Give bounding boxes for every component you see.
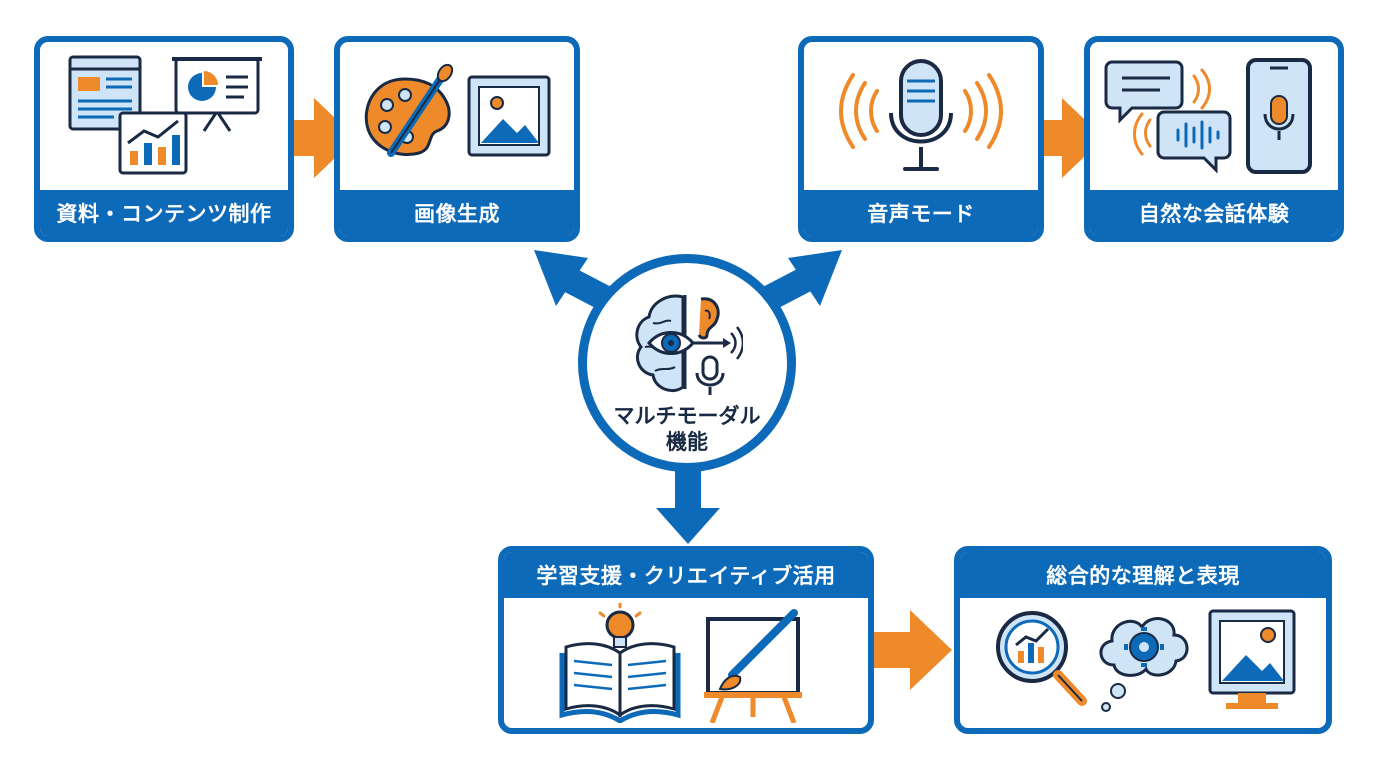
- learning-icons: [504, 598, 868, 728]
- magnifier-chart-icon: [996, 611, 1087, 706]
- card-image-generation-label: 画像生成: [340, 190, 574, 236]
- card-learning-creative: 学習支援・クリエイティブ活用: [498, 546, 874, 734]
- picture-frame-icon: [467, 75, 551, 157]
- hub-title-line2: 機能: [666, 430, 708, 454]
- thought-gear-icon: [1099, 617, 1189, 712]
- card-conversation-label: 自然な会話体験: [1090, 190, 1338, 236]
- easel-paintbrush-icon: [704, 609, 802, 723]
- chat-bubbles-icon: [1104, 60, 1232, 174]
- voice-mode-icons: [804, 42, 1038, 190]
- open-book-lightbulb-icon: [559, 603, 681, 723]
- hub-title-line1: マルチモーダル: [613, 404, 761, 428]
- understanding-icons: [960, 598, 1326, 728]
- card-image-generation: 画像生成: [334, 36, 580, 242]
- bar-chart-icon: [118, 111, 188, 175]
- picture-frame-icon: [1208, 609, 1296, 709]
- paint-palette-icon: [364, 63, 454, 157]
- card-conversation: 自然な会話体験: [1084, 36, 1344, 242]
- arrow-hub-to-learning: [656, 468, 720, 544]
- card-understanding-label: 総合的な理解と表現: [960, 552, 1326, 598]
- card-materials: 資料・コンテンツ制作: [34, 36, 294, 242]
- card-voice-mode: 音声モード: [798, 36, 1044, 242]
- conversation-icons: [1090, 42, 1338, 190]
- microphone-icon: [889, 59, 953, 171]
- card-voice-mode-label: 音声モード: [804, 190, 1038, 236]
- card-understanding: 総合的な理解と表現: [954, 546, 1332, 734]
- brain-eye-ear-mic-icon: [635, 294, 743, 395]
- multimodal-hub: マルチモーダル 機能: [578, 254, 796, 472]
- image-gen-icons: [340, 42, 574, 190]
- hub-title: マルチモーダル 機能: [587, 403, 787, 455]
- presentation-board-icon: [172, 57, 262, 132]
- card-learning-creative-label: 学習支援・クリエイティブ活用: [504, 552, 868, 598]
- materials-icons: [40, 42, 288, 190]
- arrow-learning-to-understanding: [866, 610, 952, 690]
- arrow-voice-to-conversation: [1020, 98, 1104, 178]
- document-icon: [68, 55, 142, 131]
- smartphone-mic-icon: [1246, 58, 1312, 174]
- card-materials-label: 資料・コンテンツ制作: [40, 190, 288, 236]
- sound-waves-icon: [839, 73, 1003, 149]
